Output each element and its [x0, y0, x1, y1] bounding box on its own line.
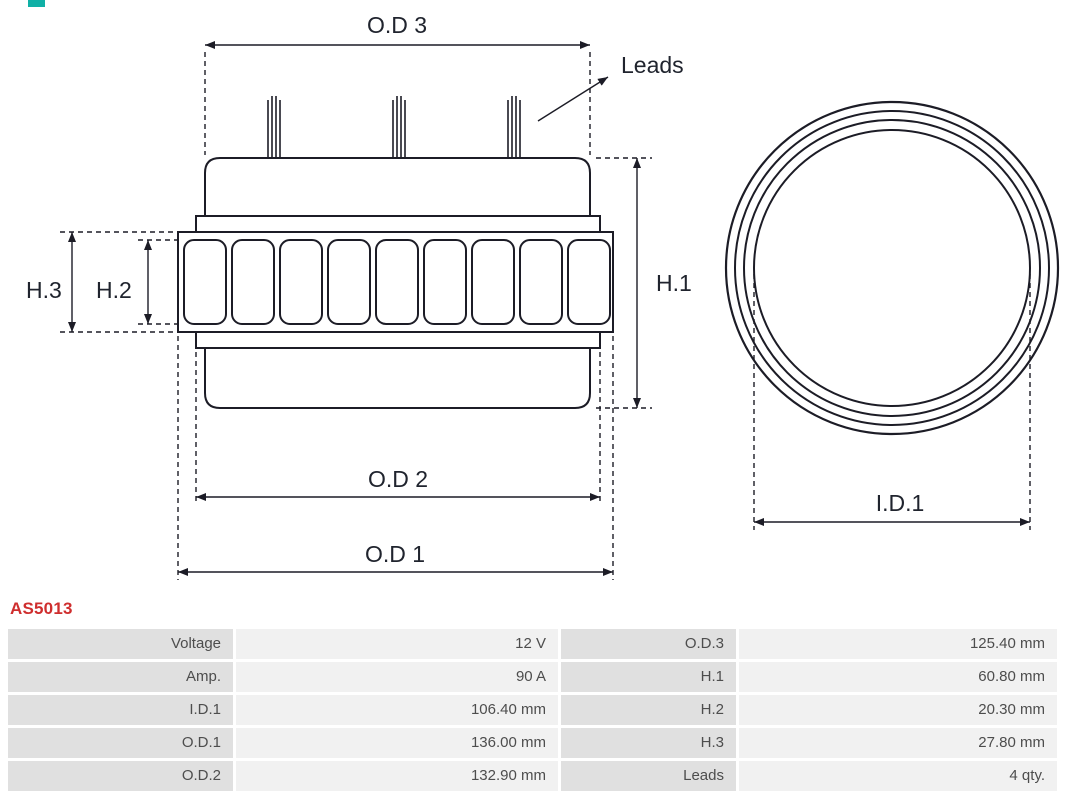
id1-label: I.D.1: [876, 490, 925, 516]
spec-label-od2: O.D.2: [8, 761, 233, 791]
spec-label-od1: O.D.1: [8, 728, 233, 758]
spec-label-voltage: Voltage: [8, 629, 233, 659]
product-code: AS5013: [10, 599, 73, 618]
od3-label: O.D 3: [367, 12, 427, 38]
spec-label-id1: I.D.1: [8, 695, 233, 725]
spec-label-amp: Amp.: [8, 662, 233, 692]
corner-artifact: [28, 0, 45, 7]
spec-value-od2: 132.90 mm: [236, 761, 558, 791]
top-flange: [195, 215, 601, 233]
top-winding: [204, 157, 591, 234]
od2-label: O.D 2: [368, 466, 428, 492]
stator-technical-drawing: O.D 3 Leads H.1 H.3 H.2 O.D 2 O.D 1 I.D.…: [26, 12, 1060, 580]
od1-label: O.D 1: [365, 541, 425, 567]
stator-front-view: [724, 100, 1060, 436]
spec-label-h2: H.2: [561, 695, 736, 725]
lead-wires: [267, 96, 521, 157]
spec-value-od3: 125.40 mm: [739, 629, 1057, 659]
h3-label: H.3: [26, 277, 62, 303]
lamination-stack: [177, 231, 614, 333]
dimension-lines: [60, 41, 652, 580]
stack-teeth: [183, 239, 611, 325]
spec-value-h3: 27.80 mm: [739, 728, 1057, 758]
spec-value-id1: 106.40 mm: [236, 695, 558, 725]
spec-value-h1: 60.80 mm: [739, 662, 1057, 692]
spec-label-h1: H.1: [561, 662, 736, 692]
spec-label-leads: Leads: [561, 761, 736, 791]
bottom-flange: [195, 331, 601, 349]
spec-value-voltage: 12 V: [236, 629, 558, 659]
spec-label-od3: O.D.3: [561, 629, 736, 659]
h1-label: H.1: [656, 270, 692, 296]
spec-value-h2: 20.30 mm: [739, 695, 1057, 725]
spec-value-od1: 136.00 mm: [236, 728, 558, 758]
bottom-winding: [204, 332, 591, 409]
spec-table: Voltage 12 V O.D.3 125.40 mm Amp. 90 A H…: [8, 629, 1057, 791]
h2-label: H.2: [96, 277, 132, 303]
leads-label: Leads: [621, 52, 684, 78]
stator-side-view: [177, 96, 614, 409]
spec-value-leads: 4 qty.: [739, 761, 1057, 791]
spec-value-amp: 90 A: [236, 662, 558, 692]
id1-dimension: [753, 274, 1031, 530]
spec-label-h3: H.3: [561, 728, 736, 758]
